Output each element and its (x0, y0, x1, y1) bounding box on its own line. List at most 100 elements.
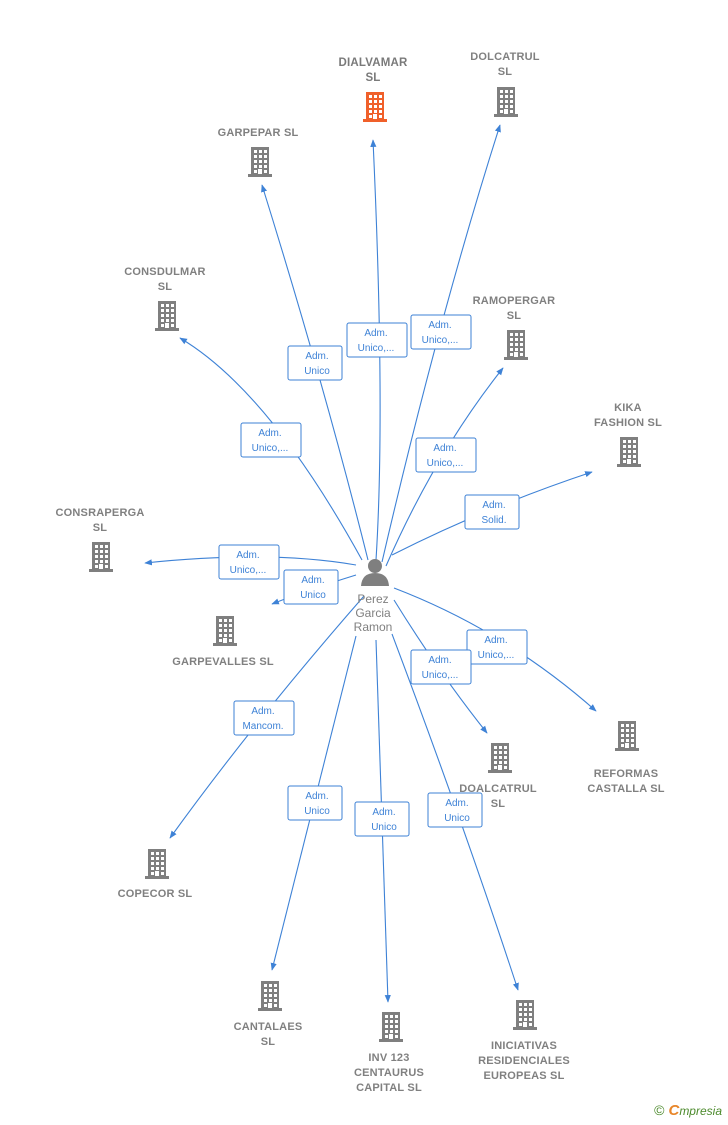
building-icon (145, 849, 169, 879)
building-icon (513, 1000, 537, 1030)
role-label-text: Unico (444, 813, 470, 824)
building-icon (213, 616, 237, 646)
edge-copecor[interactable]: Adm. Mancom. (169, 595, 365, 839)
person-name: Perez (357, 592, 388, 606)
role-label[interactable]: Adm.Unico,... (218, 544, 280, 580)
role-label[interactable]: Adm. Unico,... (466, 629, 528, 665)
person-icon (361, 559, 389, 586)
role-label-box (283, 569, 339, 605)
role-label-text: Solid. (481, 515, 506, 526)
role-label[interactable]: Adm. Unico (427, 792, 483, 828)
brand-name: mpresia (679, 1104, 722, 1118)
building-icon (258, 981, 282, 1011)
role-label-text: Unico,... (358, 343, 395, 354)
role-label-text: Unico,... (478, 650, 515, 661)
company-node-copecor[interactable]: COPECOR SL (118, 849, 193, 900)
role-label[interactable]: Adm.Unico (283, 569, 339, 605)
brand-initial: C (668, 1102, 680, 1119)
role-label-box (354, 801, 410, 837)
building-icon (617, 437, 641, 467)
company-node-garpepar[interactable]: GARPEPAR SL (218, 127, 299, 177)
company-node-garpevalles[interactable]: GARPEVALLES SL (172, 616, 274, 668)
building-icon (89, 542, 113, 572)
role-label-text: Unico (300, 590, 326, 601)
role-label[interactable]: Adm.Unico,... (410, 649, 472, 685)
company-name: GARPEPAR SL (218, 127, 299, 139)
copyright-symbol: © (654, 1102, 665, 1118)
company-name: GARPEVALLES SL (172, 656, 274, 668)
edge-kika[interactable]: Adm. Solid. (391, 471, 593, 556)
edge-inv123[interactable]: Adm.Unico (354, 639, 410, 1003)
role-label[interactable]: Adm.Unico,... (346, 322, 408, 358)
role-label-text: Adm. (236, 550, 259, 561)
role-label-text: Adm. (251, 706, 274, 717)
edge-garpevalles[interactable]: Adm.Unico (271, 569, 357, 605)
company-name: SL (158, 281, 173, 293)
role-label-text: Adm. (258, 428, 281, 439)
edge-garpepar[interactable]: Adm.Unico (261, 184, 369, 561)
edge-dialvamar[interactable]: Adm.Unico,... (346, 139, 408, 561)
role-label[interactable]: Adm. Mancom. (233, 700, 295, 736)
role-label-box (218, 544, 280, 580)
edge-iniciativas[interactable]: Adm. Unico (391, 633, 519, 991)
role-label-text: Mancom. (242, 721, 283, 732)
edge-doalcatrul[interactable]: Adm.Unico,... (393, 599, 488, 734)
building-icon (379, 1012, 403, 1042)
role-label-box (346, 322, 408, 358)
edge-ramopergar[interactable]: Adm. Unico,... (385, 367, 504, 567)
role-label[interactable]: Adm. Solid. (464, 494, 520, 530)
company-name: FASHION SL (594, 417, 662, 429)
role-label-text: Unico,... (427, 458, 464, 469)
building-icon (155, 301, 179, 331)
company-name: REFORMAS (594, 768, 659, 780)
company-name: CONSRAPERGA (56, 507, 145, 519)
role-label-box (240, 422, 302, 458)
role-label-box (415, 437, 477, 473)
brand-logo: ©Cmpresia (654, 1102, 722, 1119)
role-label-box (427, 792, 483, 828)
role-label-box (287, 345, 343, 381)
role-label[interactable]: Adm.Unico,... (415, 437, 477, 473)
role-label[interactable]: Adm.Unico (354, 801, 410, 837)
company-name: DOLCATRUL (470, 51, 539, 63)
company-name: INV 123 (368, 1052, 409, 1064)
edge-dolcatrul[interactable]: Adm. Unico,... (381, 124, 501, 563)
company-name: CANTALAES (234, 1021, 303, 1033)
role-label-text: Adm. (445, 798, 468, 809)
edge-line (179, 337, 363, 561)
edge-reformas[interactable]: Adm. Unico,... (393, 587, 597, 712)
company-name: RESIDENCIALES (478, 1055, 570, 1067)
role-label-text: Adm. (484, 635, 507, 646)
role-label-box (464, 494, 520, 530)
role-label[interactable]: Adm.Unico,... (240, 422, 302, 458)
company-name: DIALVAMAR (338, 57, 408, 69)
company-name: EUROPEAS SL (483, 1070, 564, 1082)
role-label-text: Adm. (305, 351, 328, 362)
role-label[interactable]: Adm.Unico,... (410, 314, 472, 350)
role-label-text: Adm. (482, 500, 505, 511)
edge-consraperga[interactable]: Adm.Unico,... (144, 544, 357, 580)
building-icon (488, 743, 512, 773)
role-label[interactable]: Adm.Unico (287, 345, 343, 381)
company-name: SL (491, 798, 506, 810)
role-label-text: Adm. (428, 320, 451, 331)
edges-layer: Adm.Unico,...Adm.Unico,...Adm.UnicoAdm.U… (144, 124, 597, 1003)
edge-consdulmar[interactable]: Adm.Unico,... (179, 337, 363, 561)
edge-cantalaes[interactable]: Adm.Unico (270, 635, 357, 971)
role-label-box (233, 700, 295, 736)
role-label[interactable]: Adm.Unico (287, 785, 343, 821)
